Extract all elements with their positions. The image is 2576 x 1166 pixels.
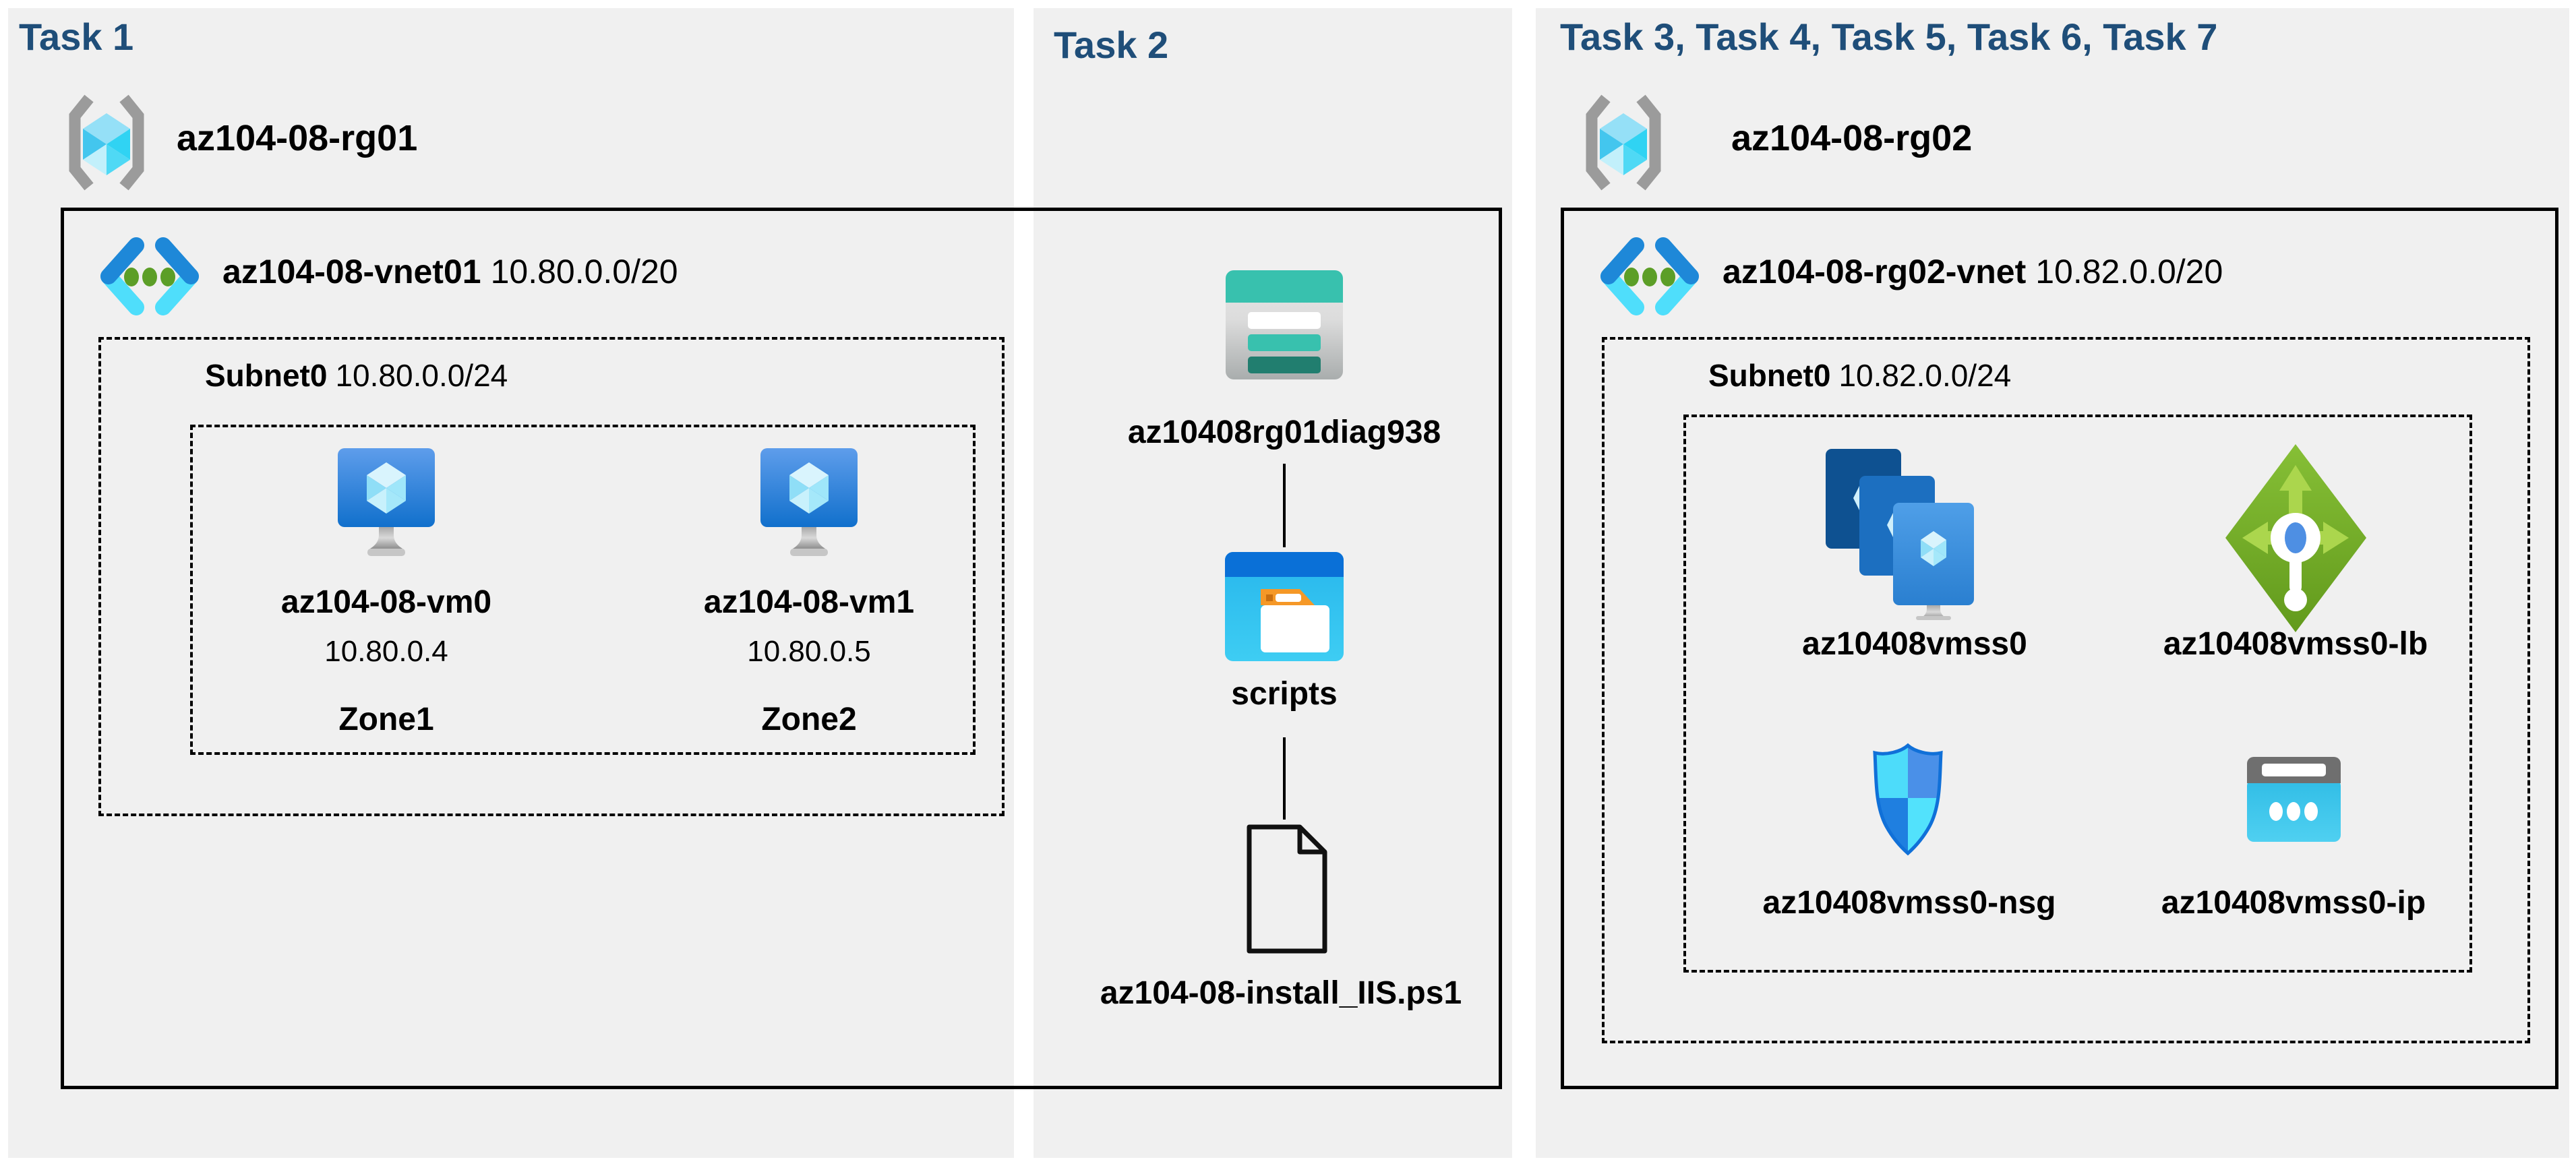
task2-header: Task 2: [1054, 24, 1169, 66]
vm-zone-box: [190, 425, 976, 755]
subnet-box: [1602, 337, 2530, 1043]
subnet-name: Subnet0: [1708, 358, 1831, 393]
vm-zone: Zone2: [761, 702, 857, 737]
load-balancer-icon: [2225, 444, 2366, 632]
vnet-box: [61, 208, 1502, 1089]
container-label: scripts: [1231, 676, 1338, 712]
vmss-icon: [1826, 449, 1974, 620]
resource-group-icon: [1586, 94, 1661, 191]
task1-header: Task 1: [19, 16, 134, 58]
public-ip-label: az10408vmss0-ip: [2161, 885, 2426, 921]
task1-panel: [8, 8, 1014, 1158]
folder-icon: [1225, 552, 1344, 661]
public-ip-icon: [2247, 757, 2341, 842]
file-icon: [1247, 824, 1327, 954]
subnet-box: [98, 337, 1005, 816]
vnet-cidr: 10.80.0.0/20: [490, 253, 678, 290]
task3-panel: [1536, 8, 2569, 1158]
vnet-cidr: 10.82.0.0/20: [2035, 253, 2223, 290]
vm-ip: 10.80.0.4: [324, 635, 448, 668]
connector-line: [1283, 737, 1286, 820]
resource-group-label: az104-08-rg02: [1731, 118, 1973, 158]
task3-header: Task 3, Task 4, Task 5, Task 6, Task 7: [1560, 16, 2218, 58]
subnet-cidr: 10.80.0.0/24: [335, 358, 508, 393]
vnet-name: az104-08-rg02-vnet: [1723, 253, 2027, 290]
vnet-box: [1561, 208, 2558, 1089]
vm-zone: Zone1: [338, 702, 434, 737]
vnet-name: az104-08-vnet01: [222, 253, 481, 290]
script-file-label: az104-08-install_IIS.ps1: [1100, 975, 1462, 1011]
resource-group-label: az104-08-rg01: [177, 118, 418, 158]
vm-ip: 10.80.0.5: [747, 635, 871, 668]
virtual-machine-icon: [760, 448, 858, 556]
vmss-resources-box: [1683, 415, 2472, 973]
subnet-name: Subnet0: [205, 358, 328, 393]
vm-name: az104-08-vm0: [280, 584, 492, 620]
storage-account-icon: [1226, 270, 1343, 379]
vmss-label: az10408vmss0: [1802, 626, 2027, 662]
storage-account-label: az10408rg01diag938: [1127, 415, 1441, 450]
resource-group-icon: [69, 94, 144, 191]
vm-name: az104-08-vm1: [703, 584, 915, 620]
virtual-machine-icon: [338, 448, 435, 556]
connector-line: [1283, 464, 1286, 547]
virtual-network-icon: [1600, 237, 1699, 315]
subnet-cidr: 10.82.0.0/24: [1838, 358, 2012, 393]
virtual-network-icon: [100, 237, 199, 315]
load-balancer-label: az10408vmss0-lb: [2163, 626, 2428, 662]
shield-icon: [1873, 743, 1943, 856]
nsg-label: az10408vmss0-nsg: [1762, 885, 2056, 921]
